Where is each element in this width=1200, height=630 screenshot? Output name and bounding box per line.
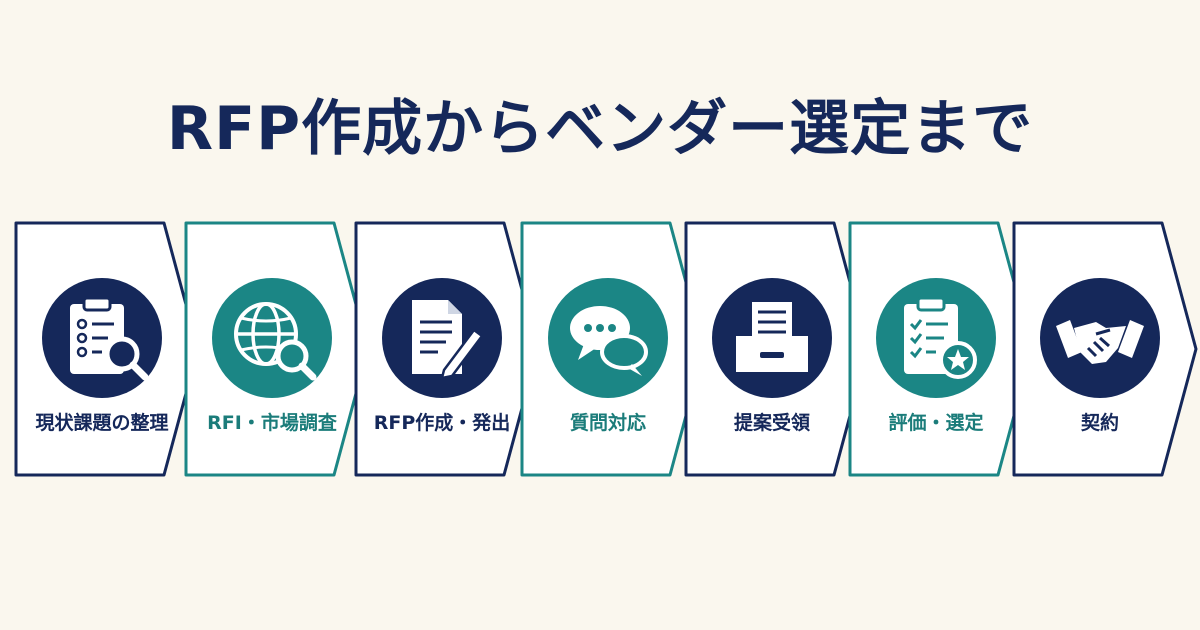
globe-search-icon — [234, 302, 317, 381]
inbox-tray-icon — [736, 302, 808, 372]
step-1-badge — [42, 278, 162, 398]
step-3-badge — [382, 278, 502, 398]
step-1 — [14, 220, 204, 478]
step-7 — [1012, 220, 1200, 478]
handshake-icon — [1056, 320, 1144, 364]
step-6-label: 評価・選定 — [888, 412, 984, 434]
step-7-badge — [1040, 278, 1160, 398]
chat-bubbles-icon — [570, 306, 648, 376]
step-5 — [684, 220, 874, 478]
step-4-label: 質問対応 — [569, 412, 646, 434]
page-title: RFP作成からベンダー選定まで — [166, 94, 1034, 164]
step-1-label: 現状課題の整理 — [35, 412, 169, 434]
step-7-label: 契約 — [1080, 412, 1119, 434]
document-pen-icon — [412, 300, 484, 380]
step-4-badge — [548, 278, 668, 398]
step-2-label: RFI・市場調査 — [207, 412, 337, 434]
clipboard-search-icon — [70, 296, 149, 381]
checklist-star-icon — [904, 296, 977, 379]
step-3 — [354, 220, 544, 478]
step-2 — [184, 220, 374, 478]
step-6-badge — [876, 278, 996, 398]
step-5-badge — [712, 278, 832, 398]
step-4 — [520, 220, 710, 478]
step-5-label: 提案受領 — [733, 412, 810, 434]
step-2-badge — [212, 278, 332, 398]
step-6 — [848, 220, 1038, 478]
step-3-label: RFP作成・発出 — [373, 412, 511, 434]
